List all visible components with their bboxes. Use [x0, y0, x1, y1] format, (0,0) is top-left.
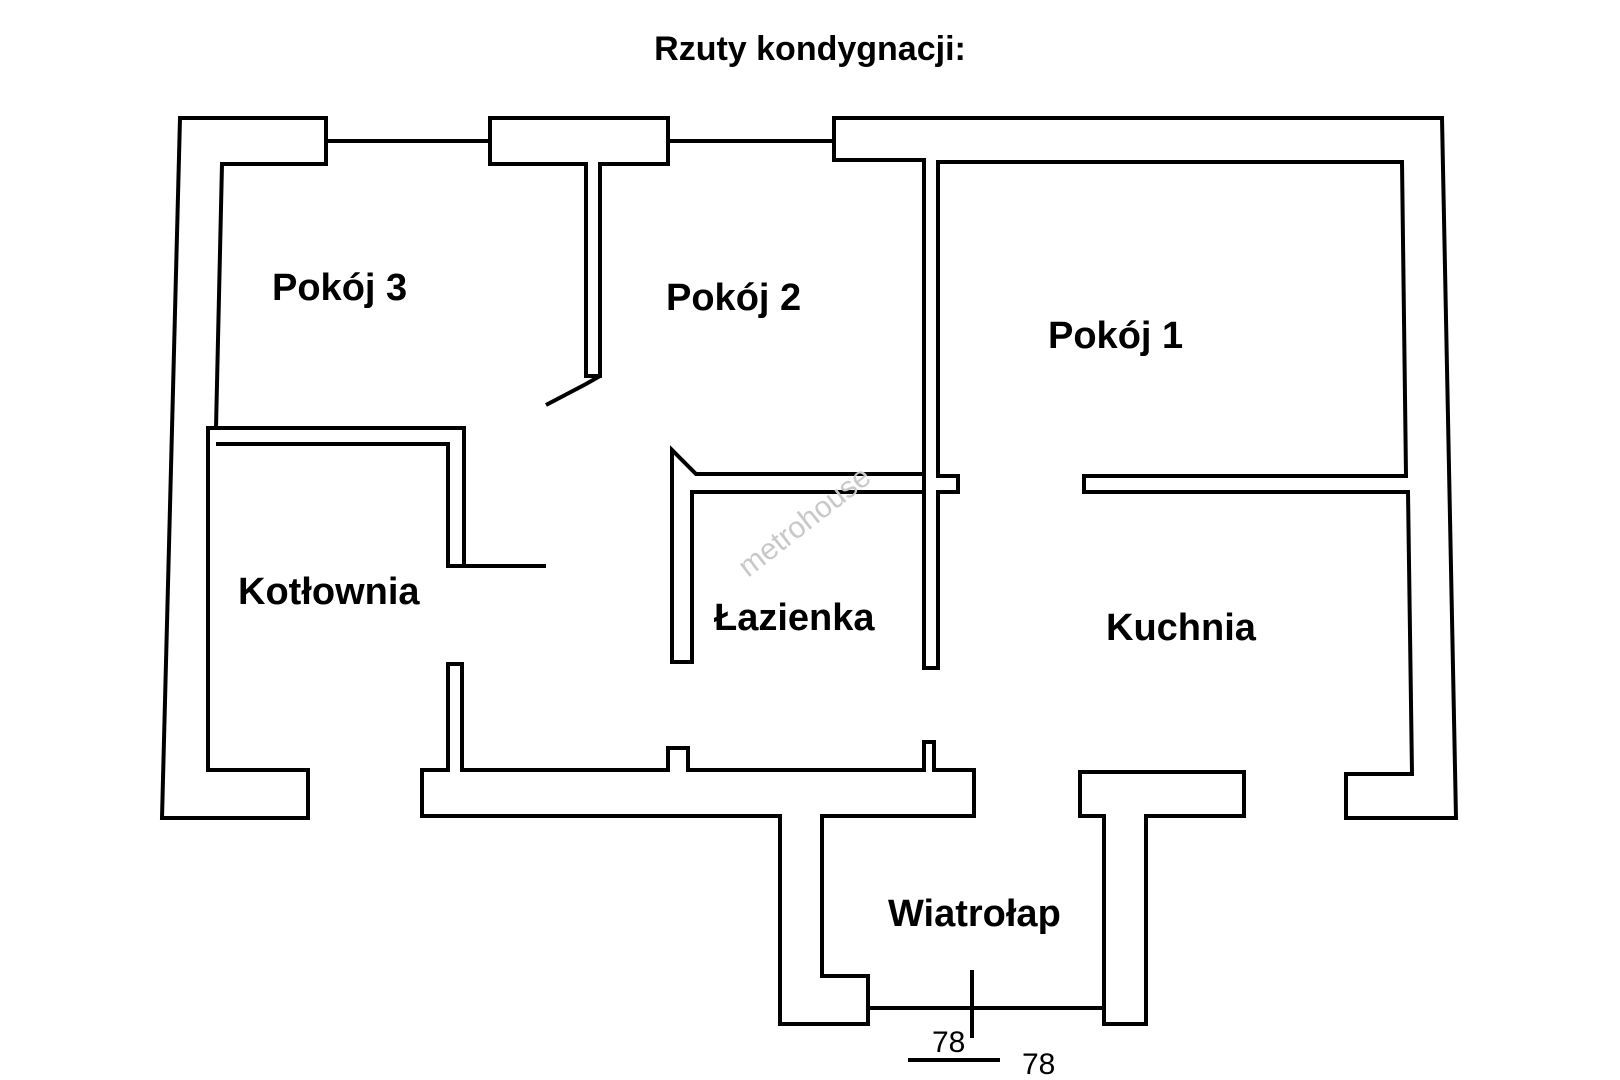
room-label-lazienka: Łazienka: [714, 597, 875, 639]
door-pokoj-3: [545, 374, 601, 407]
wall-bottom-middle: [420, 662, 976, 1026]
room-label-kotlownia: Kotłownia: [238, 571, 420, 613]
wall-outer-top-right: [832, 116, 1459, 820]
room-label-kuchnia: Kuchnia: [1106, 607, 1257, 649]
plan-title: Rzuty kondygnacji:: [654, 30, 966, 68]
room-label-wiatrolap: Wiatrołap: [888, 893, 1061, 935]
wall-outer-left: [159, 116, 328, 820]
wall-pokoj3-kotlownia: [216, 426, 546, 568]
wall-bottom-right-pier: [1078, 770, 1246, 1026]
dimension-label-1: 78: [932, 1026, 965, 1059]
wall-top-middle-pier: [488, 116, 670, 378]
dimension-label-2: 78: [1022, 1048, 1055, 1080]
watermark: metrohouse: [732, 460, 877, 584]
room-label-pokoj-1: Pokój 1: [1048, 315, 1183, 357]
wall-pokoj2-pokoj1: [670, 162, 926, 664]
room-label-pokoj-3: Pokój 3: [272, 267, 407, 309]
room-label-pokoj-2: Pokój 2: [666, 277, 801, 319]
